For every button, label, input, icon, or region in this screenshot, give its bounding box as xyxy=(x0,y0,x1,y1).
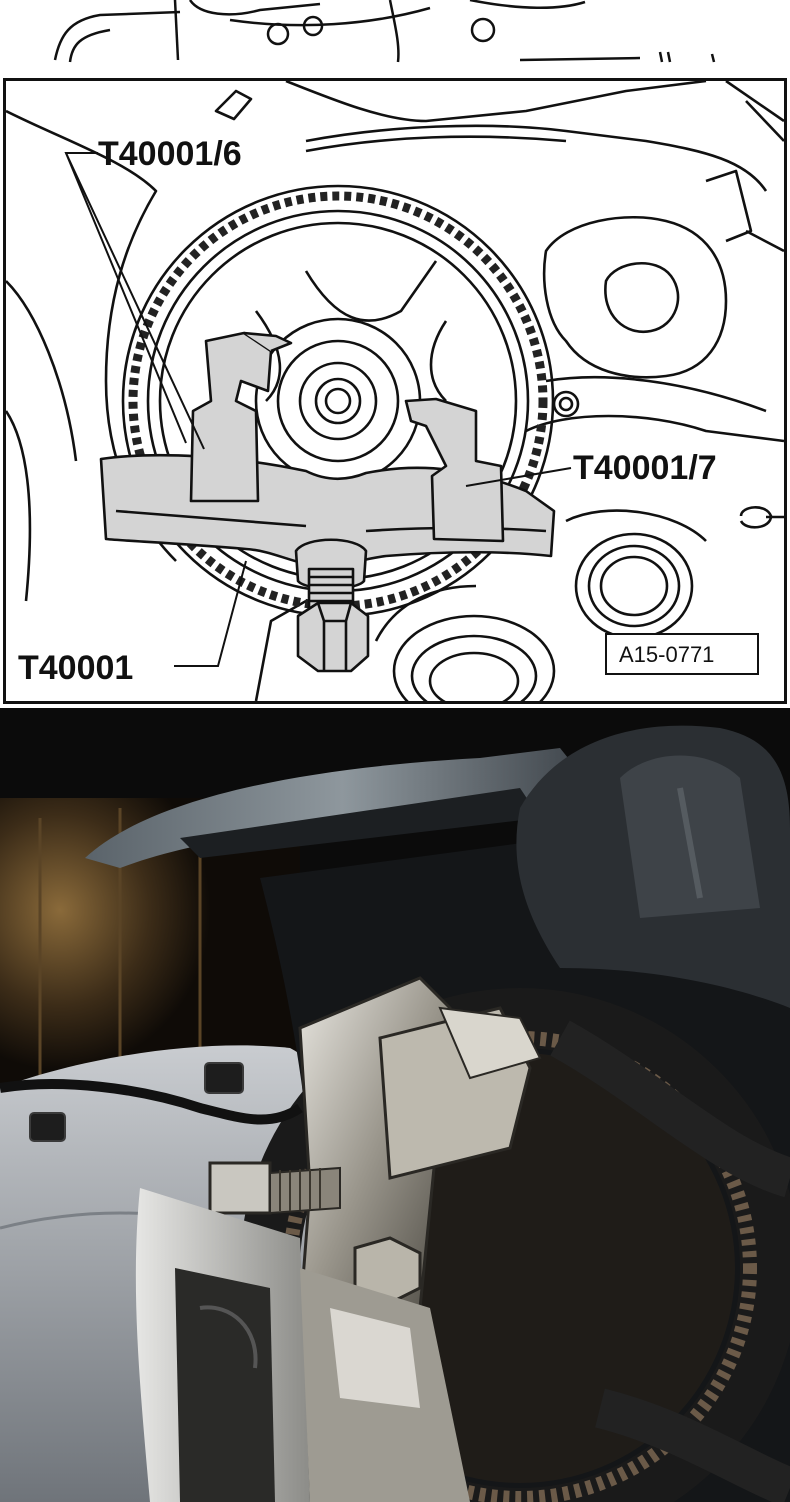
figure-ref-label: A15-0771 xyxy=(619,642,714,667)
figure-ref-box xyxy=(605,633,759,675)
callout-t40001: T40001 xyxy=(18,649,133,687)
previous-diagram-drawing xyxy=(53,0,716,63)
pin-tool-7-shape xyxy=(404,397,505,543)
previous-diagram-strip xyxy=(0,0,790,68)
callout-t40001-6: T40001/6 xyxy=(98,135,242,173)
camshaft-locking-tool-drawing: T40001/6 T40001/7 T40001 A15-0771 xyxy=(6,81,784,701)
tool-diagram: T40001/6 T40001/7 T40001 A15-0771 xyxy=(3,78,787,704)
callout-t40001-7: T40001/7 xyxy=(573,449,717,487)
engine-photo xyxy=(0,708,790,1502)
engine-photo-illustration xyxy=(0,708,790,1502)
